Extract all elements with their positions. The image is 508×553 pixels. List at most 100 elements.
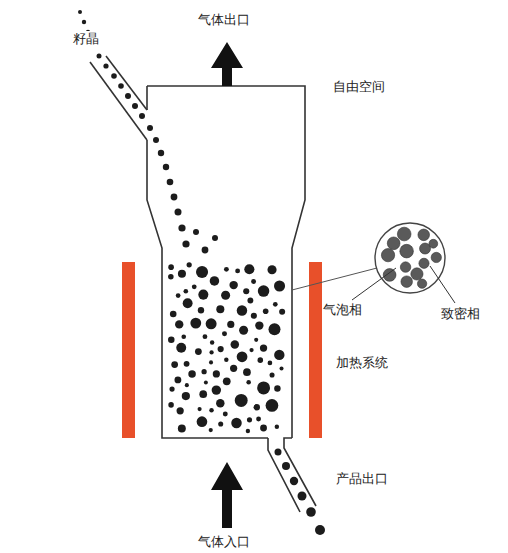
particle — [266, 399, 279, 412]
heater-label: 加热系统 — [335, 355, 389, 371]
heater-bar — [309, 262, 322, 438]
vessel-wall — [147, 140, 268, 438]
particle — [269, 323, 281, 335]
zoom-particle — [411, 268, 423, 280]
particle — [195, 348, 202, 355]
particle — [177, 407, 184, 414]
zoom-leader — [292, 268, 377, 290]
outlet-pipe — [284, 438, 316, 506]
leader-line — [352, 268, 396, 300]
particle — [132, 103, 138, 109]
particle — [183, 298, 193, 308]
particle — [139, 113, 145, 119]
particle — [199, 390, 207, 398]
particle — [256, 417, 261, 422]
particle — [168, 274, 174, 280]
particle — [280, 367, 284, 371]
particle — [209, 408, 213, 412]
particle — [184, 289, 189, 294]
particle — [255, 321, 263, 329]
particle — [298, 492, 307, 501]
particle — [171, 361, 178, 368]
particle — [78, 10, 82, 14]
particle — [221, 291, 230, 300]
feed-label: 籽晶 — [72, 31, 100, 47]
particle — [182, 392, 190, 400]
particle — [192, 284, 197, 289]
particle — [97, 54, 102, 59]
particle — [237, 351, 248, 362]
particle — [209, 350, 213, 354]
particle — [260, 425, 267, 432]
particle — [218, 346, 224, 352]
particle — [188, 370, 196, 378]
particle — [209, 360, 213, 364]
particle — [270, 372, 275, 377]
particle — [263, 308, 269, 314]
zoom-particle — [417, 279, 426, 288]
particle — [251, 279, 256, 284]
particle — [218, 422, 223, 427]
particle — [203, 334, 208, 339]
particle — [202, 247, 209, 254]
inlet-label: 气体入口 — [197, 534, 251, 550]
particle — [268, 361, 273, 366]
particle — [176, 293, 181, 298]
particle — [198, 290, 208, 300]
zoom-particle — [400, 262, 410, 272]
zoom-circle — [375, 223, 445, 293]
zoom-particle — [419, 258, 429, 268]
vessel-wall — [147, 86, 305, 438]
particle — [209, 428, 213, 432]
zoom-particle — [383, 269, 396, 282]
particle — [118, 83, 124, 89]
particle — [210, 340, 214, 344]
zoom-particle — [418, 229, 430, 241]
gas-outlet-arrow — [211, 42, 243, 86]
particle — [260, 344, 267, 351]
particle — [147, 125, 153, 131]
particle — [258, 285, 269, 296]
particle — [235, 394, 248, 407]
particle — [176, 343, 186, 353]
particle — [204, 381, 208, 385]
particle — [246, 429, 250, 433]
particle — [227, 321, 234, 328]
heater-bar — [122, 262, 135, 438]
zoom-particle — [429, 239, 438, 248]
particle — [212, 385, 221, 394]
zoom-particle — [381, 249, 394, 262]
particle — [231, 418, 242, 429]
particle — [167, 179, 174, 186]
particle — [274, 280, 285, 291]
particle — [274, 385, 280, 391]
particle — [178, 224, 185, 231]
particle — [175, 209, 182, 216]
particle — [247, 298, 253, 304]
particle — [198, 407, 202, 411]
zoom-particle — [431, 252, 441, 262]
particle — [170, 311, 177, 318]
particle — [244, 264, 254, 274]
particle — [279, 309, 285, 315]
particle — [190, 318, 201, 329]
particle — [201, 369, 206, 374]
particle — [235, 269, 240, 274]
vessel-wall — [146, 86, 148, 110]
particle — [223, 377, 231, 385]
particle — [206, 318, 217, 329]
particle — [282, 462, 290, 470]
particle — [171, 194, 178, 201]
particle — [178, 270, 186, 278]
particle — [174, 376, 181, 383]
particle — [213, 370, 220, 377]
particle — [184, 361, 190, 367]
particle — [247, 417, 252, 422]
particle — [251, 313, 257, 319]
particle — [275, 449, 282, 456]
particle — [258, 357, 264, 363]
particle — [275, 425, 279, 429]
particle — [237, 305, 247, 315]
particle — [193, 229, 199, 235]
